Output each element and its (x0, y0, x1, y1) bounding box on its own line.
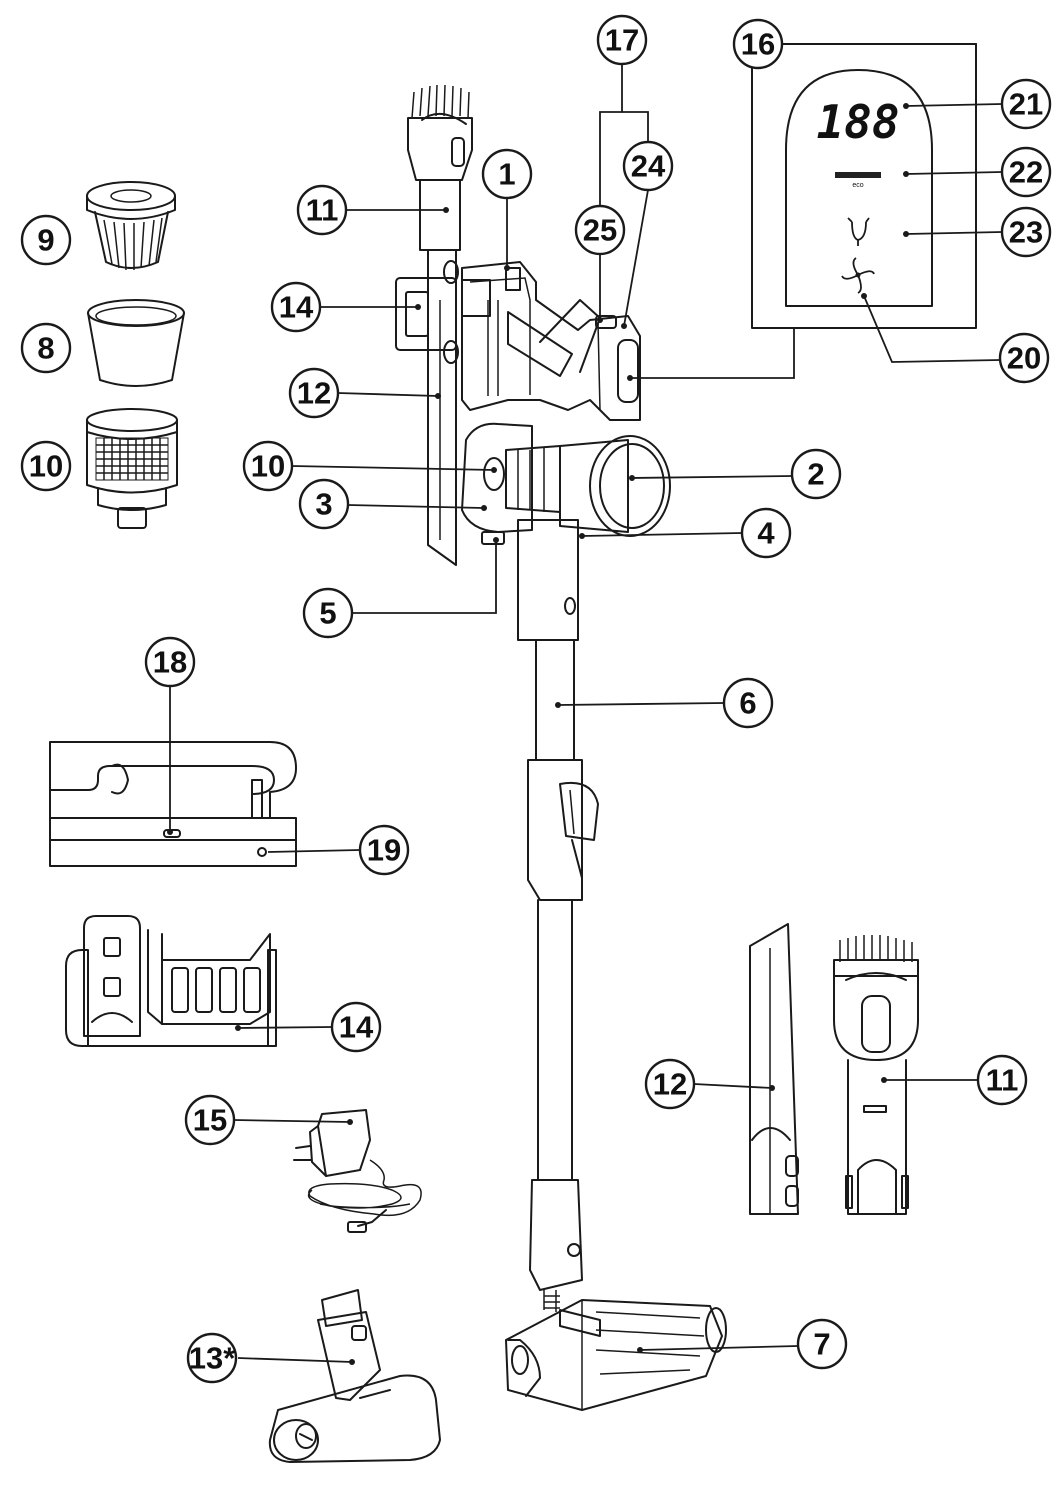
svg-text:6: 6 (739, 686, 756, 721)
callout-4: 4 (740, 507, 792, 559)
display-panel-detail: 188 eco (751, 43, 977, 329)
display-digits: 188 (816, 95, 899, 149)
callout-12-body: 12 (288, 367, 340, 419)
svg-text:10: 10 (29, 449, 63, 484)
svg-text:21: 21 (1009, 87, 1043, 122)
svg-text:23: 23 (1009, 215, 1043, 250)
callout-9: 9 (20, 214, 72, 266)
svg-text:22: 22 (1009, 155, 1043, 190)
callout-24: 24 (622, 140, 674, 192)
callout-13: 13* (186, 1332, 238, 1384)
callout-25: 25 (574, 204, 626, 256)
callout-8: 8 (20, 322, 72, 374)
callout-21: 21 (1000, 78, 1052, 130)
svg-text:15: 15 (193, 1103, 227, 1138)
part-cyclone-filter (86, 181, 176, 271)
svg-text:4: 4 (757, 516, 775, 551)
part-dust-cup (87, 299, 185, 387)
svg-text:13*: 13* (189, 1341, 236, 1376)
part-brush-tool (833, 935, 919, 1215)
part-accessory-holder-mounted (395, 277, 491, 351)
svg-text:5: 5 (319, 596, 336, 631)
part-motor-cyclone (461, 422, 671, 545)
part-charging-base (49, 741, 297, 867)
callout-20: 20 (998, 332, 1050, 384)
eco-mode-text: eco (852, 182, 863, 189)
svg-text:18: 18 (153, 645, 187, 680)
callout-14-holder: 14 (330, 1001, 382, 1053)
svg-text:7: 7 (813, 1327, 830, 1362)
callout-5: 5 (302, 587, 354, 639)
part-brush-tool-mounted (407, 84, 473, 251)
callout-15: 15 (184, 1094, 236, 1146)
svg-text:12: 12 (297, 376, 331, 411)
callout-6: 6 (722, 677, 774, 729)
svg-text:19: 19 (367, 833, 401, 868)
fan-icon (841, 257, 875, 294)
svg-text:2: 2 (807, 457, 824, 492)
svg-text:24: 24 (631, 149, 666, 184)
svg-text:8: 8 (37, 331, 54, 366)
part-hepa-filter (86, 408, 178, 529)
callout-7: 7 (796, 1318, 848, 1370)
svg-text:10: 10 (251, 449, 285, 484)
svg-text:3: 3 (315, 487, 332, 522)
svg-text:16: 16 (741, 27, 775, 62)
svg-text:14: 14 (279, 290, 314, 325)
svg-text:25: 25 (583, 213, 617, 248)
svg-text:9: 9 (37, 223, 54, 258)
callout-12-tool: 12 (644, 1058, 696, 1110)
part-mini-turbo-brush (268, 1289, 441, 1463)
callout-1: 1 (481, 148, 533, 200)
eco-mode-indicator (835, 172, 881, 178)
callout-3: 3 (298, 478, 350, 530)
callout-10-body: 10 (242, 440, 294, 492)
svg-text:11: 11 (986, 1063, 1019, 1098)
part-extension-tube (517, 519, 599, 1312)
svg-text:1: 1 (498, 157, 515, 192)
part-crevice-tool (749, 923, 799, 1215)
callout-11-body: 11 (296, 184, 348, 236)
svg-text:12: 12 (653, 1067, 687, 1102)
part-main-handle (461, 261, 641, 421)
callout-10-left: 10 (20, 440, 72, 492)
callout-22: 22 (1000, 146, 1052, 198)
callout-17: 17 (596, 14, 648, 66)
callout-19: 19 (358, 824, 410, 876)
leader-lines (167, 43, 1003, 1365)
callout-11-tool: 11 (976, 1054, 1028, 1106)
svg-text:11: 11 (306, 193, 339, 228)
part-floor-brush (505, 1299, 727, 1411)
callout-18: 18 (144, 636, 196, 688)
filter-icon (847, 217, 870, 246)
part-charger-adapter (293, 1109, 422, 1233)
svg-text:14: 14 (339, 1010, 374, 1045)
part-accessory-holder (65, 915, 277, 1047)
svg-text:20: 20 (1007, 341, 1041, 376)
callout-16: 16 (732, 18, 784, 70)
svg-text:17: 17 (605, 23, 639, 58)
callout-23: 23 (1000, 206, 1052, 258)
callout-14-body: 14 (270, 281, 322, 333)
part-crevice-mounted (427, 249, 459, 566)
callout-2: 2 (790, 448, 842, 500)
